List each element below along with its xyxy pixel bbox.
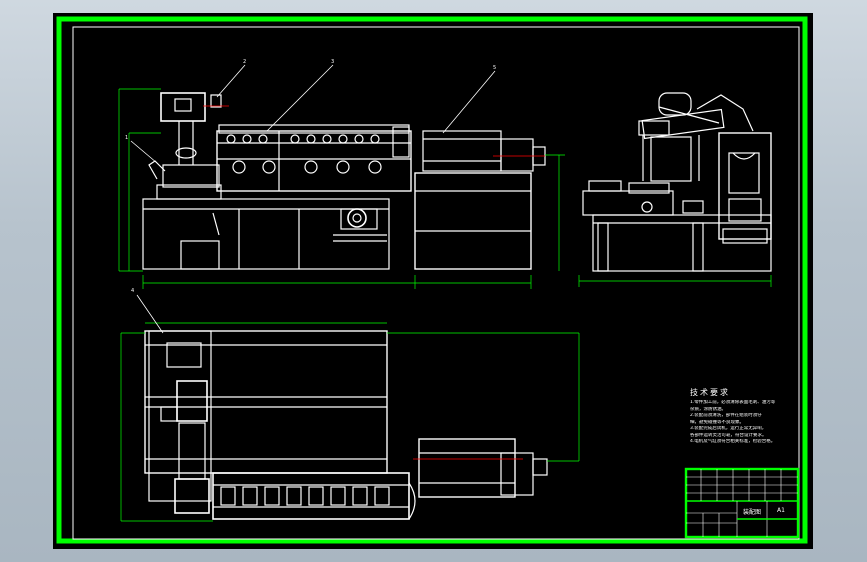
leader-lines <box>130 64 496 334</box>
tech-requirements-title: 技术要求 <box>690 388 730 397</box>
chain-section <box>212 472 410 520</box>
inner-border <box>72 26 800 540</box>
centerlines <box>203 105 545 460</box>
tech-requirement-line: 各部件运转灵活可靠，符合设计要求。 <box>690 432 767 438</box>
part-number-3: 3 <box>331 59 335 65</box>
front-view <box>142 92 546 270</box>
part-number-4: 4 <box>131 288 135 294</box>
tech-requirement-line: 3.装配完成后试机，运行正常无异响， <box>690 426 767 431</box>
drawing-sheet: 1 2 3 4 5 技术要求 1.零件加工前，必须清除表面毛刺、油污等 杂质，涂… <box>53 13 813 549</box>
roller-row-top <box>226 134 380 144</box>
tech-requirement-line: 4.电机及气缸须符合相关标准，检验合格。 <box>690 439 776 444</box>
motor <box>347 208 367 228</box>
tech-requirement-line: 细，避免碰撞等不良现象。 <box>690 419 744 425</box>
side-frame <box>592 214 772 272</box>
tech-requirement-line: 2.装配前须清洗，部件在组装时须仔 <box>690 413 762 418</box>
side-view <box>582 92 772 272</box>
part-number-2: 2 <box>243 59 247 65</box>
roller-row-bottom <box>232 160 382 174</box>
drawing-title: 装配图 <box>743 509 762 516</box>
outer-border <box>56 16 808 544</box>
dimension-lines <box>118 88 772 522</box>
sheet-label: A1 <box>777 507 785 514</box>
conveyor-section <box>216 130 412 192</box>
part-number-5: 5 <box>493 65 497 71</box>
assembly-drawing <box>56 16 808 544</box>
top-view <box>144 330 548 520</box>
tech-requirement-line: 1.零件加工前，必须清除表面毛刺、油污等 <box>690 400 776 405</box>
tech-requirement-line: 杂质，涂防锈油。 <box>690 406 726 412</box>
chain-links <box>220 486 390 506</box>
top-frame <box>144 330 388 474</box>
part-number-1: 1 <box>125 135 129 141</box>
base-frame <box>142 198 390 270</box>
drill-head <box>160 92 206 122</box>
right-cabinet <box>414 172 532 270</box>
title-block <box>684 467 800 539</box>
technical-requirements: 技术要求 1.零件加工前，必须清除表面毛刺、油污等 杂质，涂防锈油。 2.装配前… <box>690 387 805 446</box>
feeder-unit <box>418 438 516 498</box>
